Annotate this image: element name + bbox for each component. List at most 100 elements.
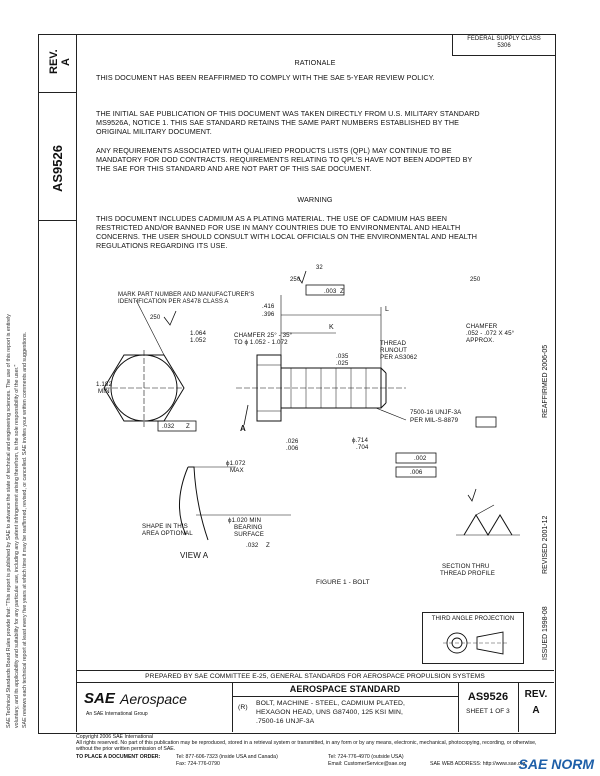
dim-min: MIN — [98, 388, 110, 395]
r-mark: (R) — [238, 704, 248, 711]
bearing-line3: SURFACE — [234, 531, 264, 538]
footer-tel1: Tel: 877-606-7323 (inside USA and Canada… — [176, 754, 278, 760]
warning-line4: REGULATIONS REGARDING ITS USE. — [96, 241, 228, 250]
dim-1182: 1.182 — [96, 381, 112, 388]
sheet-number: SHEET 1 OF 3 — [466, 708, 510, 715]
dim-026: .026 — [286, 438, 299, 445]
dim-416: .416 — [262, 303, 275, 310]
datum-z-3: Z — [266, 542, 270, 549]
doc-number-cell: AS9526 — [38, 92, 76, 221]
thread-runout-line2: RUNOUT — [380, 347, 408, 354]
logo-aerospace-text: Aerospace — [120, 691, 187, 707]
warning-heading: WARNING — [297, 195, 333, 204]
mark-note-line2: IDENTIFICATION PER AS478 CLASS A — [118, 299, 229, 305]
intro-p1-line2: MS9526A, NOTICE 1. THIS SAE STANDARD RET… — [96, 118, 460, 127]
issued-date: ISSUED 1998-08 — [542, 606, 549, 660]
page-frame — [38, 34, 556, 734]
standard-heading: AEROSPACE STANDARD — [289, 684, 401, 694]
sae-norm-watermark: SAE NORM — [518, 756, 594, 772]
finish-250-end: 250 — [470, 277, 481, 283]
dia-1072: ϕ1.072 — [226, 460, 246, 467]
footer-tel2: Tel: 724-776-4970 (outside USA) — [328, 754, 404, 760]
footer-email: Email: CustomerService@sae.org — [328, 761, 407, 767]
projection-label: THIRD ANGLE PROJECTION — [431, 616, 515, 622]
chamfer-head-line2: TO ϕ 1.052 - 1.072 — [234, 339, 288, 346]
datum-z-2: Z — [340, 288, 344, 295]
thread-runout-line1: THREAD — [380, 340, 407, 347]
footer-fax: Fax: 724-776-0790 — [176, 761, 220, 767]
tol-032-bearing: .032 — [246, 542, 259, 549]
federal-supply-class-value: 5306 — [497, 43, 511, 49]
tol-032: .032 — [162, 423, 175, 430]
dim-396: .396 — [262, 311, 275, 318]
dia-max: MAX — [230, 467, 244, 474]
chamfer-end-line3: APPROX. — [466, 337, 495, 344]
view-a-title: VIEW A — [180, 551, 209, 560]
rev-value-vertical: A — [60, 58, 72, 66]
tol-002: .002 — [414, 455, 427, 462]
doc-number-vertical: AS9526 — [50, 145, 65, 192]
warning-line1: THIS DOCUMENT INCLUDES CADMIUM AS A PLAT… — [96, 214, 448, 223]
dim-025: .025 — [336, 360, 349, 367]
projection-symbol-icon — [443, 631, 507, 655]
view-a-arrow-label: A — [240, 424, 246, 433]
figure-title: FIGURE 1 - BOLT — [316, 579, 370, 586]
bearing-line1: ϕ1.020 MIN — [228, 517, 262, 524]
chamfer-head-line1: CHAMFER 25° - 35° — [234, 332, 293, 339]
federal-supply-class-box: FEDERAL SUPPLY CLASS 5306 — [452, 34, 555, 56]
label-k: K — [329, 324, 334, 331]
title-line1: BOLT, MACHINE - STEEL, CADMIUM PLATED, — [256, 700, 405, 707]
thread-profile-section — [456, 504, 520, 536]
logo-sae-text: SAE — [84, 690, 115, 707]
dim-714: ϕ.714 — [352, 437, 369, 444]
warning-line3: CONCERNS. THE USER SHOULD CONSULT WITH L… — [96, 232, 478, 241]
bearing-line2: BEARING — [234, 524, 263, 531]
dim-1064: 1.064 — [190, 330, 206, 337]
section-line2: THREAD PROFILE — [440, 570, 496, 577]
left-margin-column: REV. A AS9526 — [38, 34, 77, 732]
tol-006: .006 — [410, 469, 423, 476]
thread-spec-line2: PER MIL-S-8879 — [410, 417, 459, 424]
revised-date: REVISED 2001-12 — [542, 515, 549, 574]
title-line2: HEXAGON HEAD, UNS G87400, 125 KSI MIN, — [256, 709, 403, 716]
finish-250-top: 250 — [290, 277, 301, 283]
thread-spec-line1: 7500-16 UNJF-3A — [410, 409, 462, 416]
left-note-2: voluntary, and its applicability and sui… — [14, 364, 20, 728]
left-note-3: SAE reviews each technical report at lea… — [22, 331, 28, 728]
label-l: L — [385, 306, 389, 313]
section-line1: SECTION THRU — [442, 563, 490, 570]
dim-035: .035 — [336, 353, 349, 360]
sae-aerospace-logo: SAE Aerospace An SAE International Group — [84, 690, 229, 726]
footer-copyright: Copyright 2006 SAE International — [76, 734, 153, 740]
mark-note-line1: MARK PART NUMBER AND MANUFACTURER'S — [118, 292, 255, 298]
left-note-1: SAE Technical Standards Board Rules prov… — [6, 314, 12, 728]
reaffirmed-date: REAFFIRMED 2006-05 — [542, 344, 549, 418]
title-rev-label: REV. — [524, 689, 548, 700]
finish-32-top: 32 — [316, 265, 323, 271]
chamfer-end-line2: .052 - .072 X 45° — [466, 330, 515, 337]
chamfer-end-line1: CHAMFER — [466, 323, 498, 330]
title-line3: .7500-16 UNJF-3A — [256, 718, 315, 725]
bolt-drawing — [103, 270, 520, 541]
footer-rights: All rights reserved. No part of this pub… — [76, 740, 537, 753]
dim-1052: 1.052 — [190, 337, 206, 344]
tol-003: .003 — [324, 288, 337, 295]
dim-704: .704 — [356, 444, 369, 451]
third-angle-projection-box: THIRD ANGLE PROJECTION — [422, 612, 524, 664]
intro-p1-line1: THE INITIAL SAE PUBLICATION OF THIS DOCU… — [96, 109, 480, 118]
title-doc-number: AS9526 — [467, 691, 509, 703]
thread-runout-line3: PER AS3062 — [380, 354, 418, 361]
intro-p2-line1: ANY REQUIREMENTS ASSOCIATED WITH QUALIFI… — [96, 146, 452, 155]
rationale-text: THIS DOCUMENT HAS BEEN REAFFIRMED TO COM… — [96, 73, 435, 82]
prepared-by: PREPARED BY SAE COMMITTEE E-25, GENERAL … — [145, 673, 485, 680]
datum-z-1: Z — [186, 423, 190, 430]
intro-p2-line2: MANDATORY FOR DOD CONTRACTS. REQUIREMENT… — [96, 155, 473, 164]
warning-line2: RESTRICTED AND/OR BANNED FOR USE IN MANY… — [96, 223, 461, 232]
footer-order-label: TO PLACE A DOCUMENT ORDER: — [76, 754, 161, 760]
shape-note-line1: SHAPE IN THIS — [142, 523, 188, 530]
intro-p1-line3: ORIGINAL MILITARY DOCUMENT. — [96, 127, 212, 136]
rev-label-vertical: REV. — [48, 49, 60, 74]
logo-sub-text: An SAE International Group — [86, 711, 148, 717]
rationale-heading: RATIONALE — [294, 58, 336, 67]
